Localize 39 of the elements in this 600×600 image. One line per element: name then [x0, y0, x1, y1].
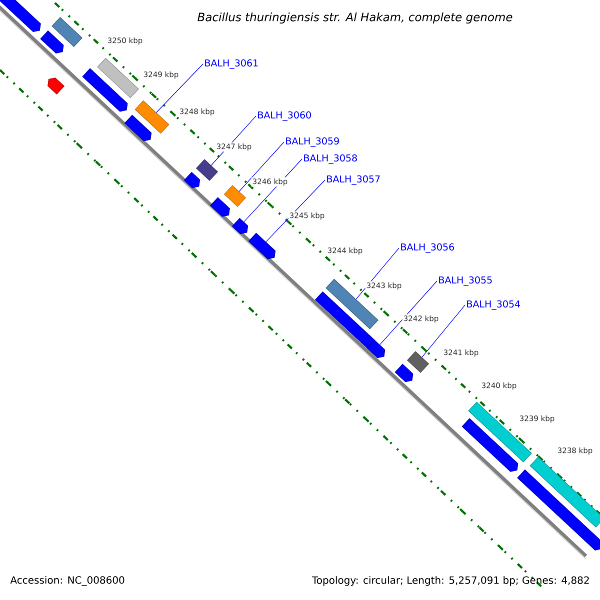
gene-box [530, 456, 600, 528]
leader-line [380, 280, 438, 346]
gene-label: BALH_3054 [467, 300, 520, 310]
gene-box [134, 100, 170, 134]
gene-pentagon [517, 470, 600, 550]
gene-pentagon [210, 197, 230, 217]
gene-label: BALH_3060 [258, 111, 311, 121]
gene-box [52, 17, 82, 47]
gene-box [407, 351, 429, 373]
leader-line [356, 248, 400, 300]
gene-label: BALH_3058 [304, 154, 357, 164]
genome-stats-text: Topology: circular; Length: 5,257,091 bp; Genes: 4,882 [312, 576, 589, 586]
leader-line [156, 64, 204, 113]
leader-line [266, 180, 326, 242]
gene-pentagon [462, 418, 518, 472]
gene-pentagon [124, 114, 152, 142]
gene-box [196, 159, 218, 181]
title: Bacillus thuringiensis str. Al Hakam, complete genome [198, 12, 512, 24]
leader-line [422, 304, 466, 358]
gene-box [224, 185, 246, 207]
gene-pentagon [0, 0, 41, 32]
gene-pentagon [366, 340, 386, 358]
gene-pentagon [314, 291, 376, 349]
gene-pentagon [184, 172, 200, 188]
gene-label: BALH_3056 [401, 243, 454, 253]
gene-pentagon [40, 30, 64, 54]
gene-pentagon [82, 68, 128, 112]
gene-label: BALH_3057 [327, 175, 380, 185]
leader-line [238, 142, 284, 192]
accession-text: Accession: NC_008600 [10, 576, 124, 586]
gene-label: BALH_3055 [439, 276, 492, 286]
gene-box [97, 58, 139, 98]
leader-line [244, 158, 302, 222]
gene-pentagon [248, 232, 276, 260]
gene-label: BALH_3059 [286, 137, 339, 147]
gene-label: BALH_3061 [205, 59, 258, 69]
gene-pentagon [232, 218, 248, 234]
gene-pentagon [394, 364, 414, 382]
gene-pentagon [48, 78, 64, 94]
